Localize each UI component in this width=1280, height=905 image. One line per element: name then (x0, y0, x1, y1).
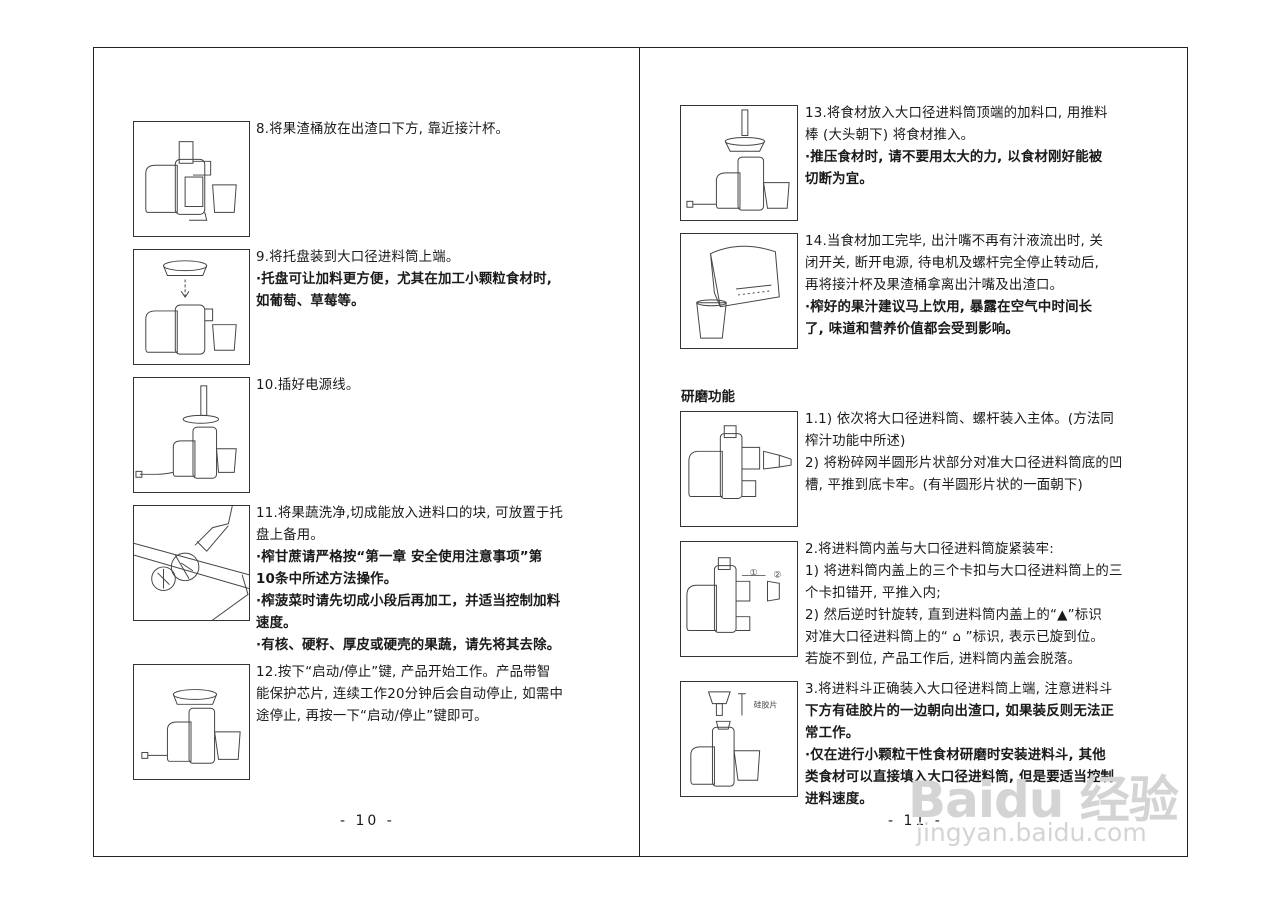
circle-2-label: ② (773, 570, 781, 580)
manual-spread (93, 47, 1188, 857)
step-line: 再将接汁杯及果渣桶拿离出汁嘴及出渣口。 (805, 278, 1064, 293)
illustration-grind-1 (680, 411, 798, 527)
step-line: 1) 将进料筒内盖上的三个卡扣与大口径进料筒上的三 (805, 564, 1123, 579)
step-11-text: 11.将果蔬洗净,切成能放入进料口的块, 可放置于托 盘上备用。 ·榨甘蔗请严格… (256, 503, 563, 657)
circle-1-label: ① (750, 568, 758, 578)
illustration-step-12 (133, 664, 250, 780)
grind-step-2-text: 2.将进料筒内盖与大口径进料筒旋紧装牢: 1) 将进料筒内盖上的三个卡扣与大口径… (805, 539, 1123, 671)
step-line: 2) 将粉碎网半圆形片状部分对准大口径进料筒底的凹 (805, 456, 1123, 471)
step-9-text: 9.将托盘装到大口径进料筒上端。 ·托盘可让加料更方便，尤其在加工小颗粒食材时,… (256, 247, 552, 313)
step-note: ·榨好的果汁建议马上饮用, 暴露在空气中时间长 (805, 300, 1093, 315)
grind-step-3-text: 3.将进料斗正确装入大口径进料筒上端, 注意进料斗 下方有硅胶片的一边朝向出渣口… (805, 679, 1114, 811)
step-line: 途停止, 再按一下“启动/停止”键即可。 (256, 709, 488, 724)
step-note: ·有核、硬籽、厚皮或硬壳的果蔬，请先将其去除。 (256, 638, 561, 653)
grind-step-1-text: 1.1) 依次将大口径进料筒、螺杆装入主体。(方法同 榨汁功能中所述) 2) 将… (805, 409, 1123, 497)
section-heading-grinding: 研磨功能 (681, 389, 735, 405)
step-note: 进料速度。 (805, 792, 873, 807)
step-12-text: 12.按下“启动/停止”键, 产品开始工作。产品带智 能保护芯片, 连续工作20… (256, 662, 563, 728)
illustration-step-14 (680, 233, 798, 349)
step-line: 槽, 平推到底卡牢。(有半圆形片状的一面朝下) (805, 478, 1083, 493)
step-note: 如葡萄、草莓等。 (256, 294, 365, 309)
step-line: 12.按下“启动/停止”键, 产品开始工作。产品带智 (256, 665, 551, 680)
step-note: 类食材可以直接填入大口径进料筒, 但是要适当控制 (805, 770, 1115, 785)
step-line: 2) 然后逆时针旋转, 直到进料筒内盖上的“▲”标识 (805, 608, 1102, 623)
watermark-url: jingyan.baidu.com (916, 818, 1147, 847)
baidu-jingyan-watermark: Baidu 经验 jingyan.baidu.com (908, 760, 1188, 880)
step-line: 对准大口径进料筒上的“ ⌂ ”标识, 表示已旋到位。 (805, 630, 1105, 645)
step-note: ·仅在进行小颗粒干性食材研磨时安装进料斗, 其他 (805, 748, 1106, 763)
step-line: 若旋不到位, 产品工作后, 进料筒内盖会脱落。 (805, 652, 1082, 667)
step-line: 8.将果渣桶放在出渣口下方, 靠近接汁杯。 (256, 122, 510, 137)
step-line: 榨汁功能中所述) (805, 434, 906, 449)
step-line: 13.将食材放入大口径进料筒顶端的加料口, 用推料 (805, 106, 1108, 121)
step-note: 了, 味道和营养价值都会受到影响。 (805, 322, 1020, 337)
step-14-text: 14.当食材加工完毕, 出汁嘴不再有汁液流出时, 关 闭开关, 断开电源, 待电… (805, 231, 1103, 341)
step-8-text: 8.将果渣桶放在出渣口下方, 靠近接汁杯。 (256, 119, 509, 141)
step-line: 11.将果蔬洗净,切成能放入进料口的块, 可放置于托 (256, 506, 564, 521)
illustration-step-11 (133, 505, 250, 621)
step-note: 速度。 (256, 616, 297, 631)
step-note: ·榨甘蔗请严格按“第一章 安全使用注意事项”第 (256, 550, 543, 565)
step-line: 14.当食材加工完毕, 出汁嘴不再有汁液流出时, 关 (805, 234, 1103, 249)
silicone-piece-label: 硅胶片 (754, 700, 778, 710)
step-note: 常工作。 (805, 726, 860, 741)
illustration-grind-2: ① ② (680, 541, 798, 657)
step-note: ·推压食材时, 请不要用太大的力, 以食材刚好能被 (805, 150, 1103, 165)
illustration-step-10 (133, 377, 250, 493)
step-line: 盘上备用。 (256, 528, 324, 543)
step-line: 9.将托盘装到大口径进料筒上端。 (256, 250, 460, 265)
step-13-text: 13.将食材放入大口径进料筒顶端的加料口, 用推料 棒 (大头朝下) 将食材推入… (805, 103, 1108, 191)
step-note: 10条中所述方法操作。 (256, 572, 398, 587)
step-line: 2.将进料筒内盖与大口径进料筒旋紧装牢: (805, 542, 1054, 557)
illustration-step-13 (680, 105, 798, 221)
step-note: 下方有硅胶片的一边朝向出渣口, 如果装反则无法正 (805, 704, 1115, 719)
page-fold (639, 47, 641, 857)
step-line: 10.插好电源线。 (256, 378, 360, 393)
step-10-text: 10.插好电源线。 (256, 375, 359, 397)
page-number-left: - 10 - (340, 813, 395, 829)
step-line: 1.1) 依次将大口径进料筒、螺杆装入主体。(方法同 (805, 412, 1115, 427)
step-line: 能保护芯片, 连续工作20分钟后会自动停止, 如需中 (256, 687, 564, 702)
step-line: 个卡扣错开, 平推入内; (805, 586, 941, 601)
step-line: 3.将进料斗正确装入大口径进料筒上端, 注意进料斗 (805, 682, 1113, 697)
page-number-right: - 11 - (888, 813, 943, 829)
step-note: ·托盘可让加料更方便，尤其在加工小颗粒食材时, (256, 272, 552, 287)
step-line: 闭开关, 断开电源, 待电机及螺杆完全停止转动后, (805, 256, 1100, 271)
watermark-logo: Baidu 经验 (908, 771, 1179, 829)
illustration-grind-3: 硅胶片 (680, 681, 798, 797)
step-note: ·榨菠菜时请先切成小段后再加工，并适当控制加料 (256, 594, 561, 609)
illustration-step-9 (133, 249, 250, 365)
step-note: 切断为宜。 (805, 172, 873, 187)
illustration-step-8 (133, 121, 250, 237)
step-line: 棒 (大头朝下) 将食材推入。 (805, 128, 975, 143)
